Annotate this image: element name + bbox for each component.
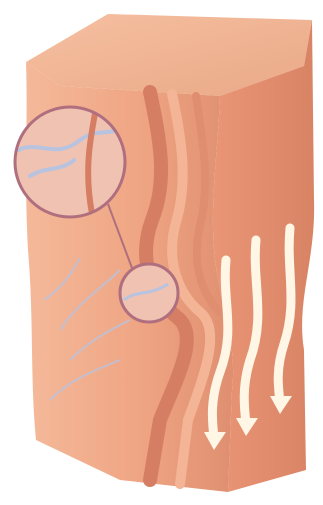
magnifier-large-icon (15, 107, 125, 217)
magnifier-small-icon (120, 264, 178, 322)
